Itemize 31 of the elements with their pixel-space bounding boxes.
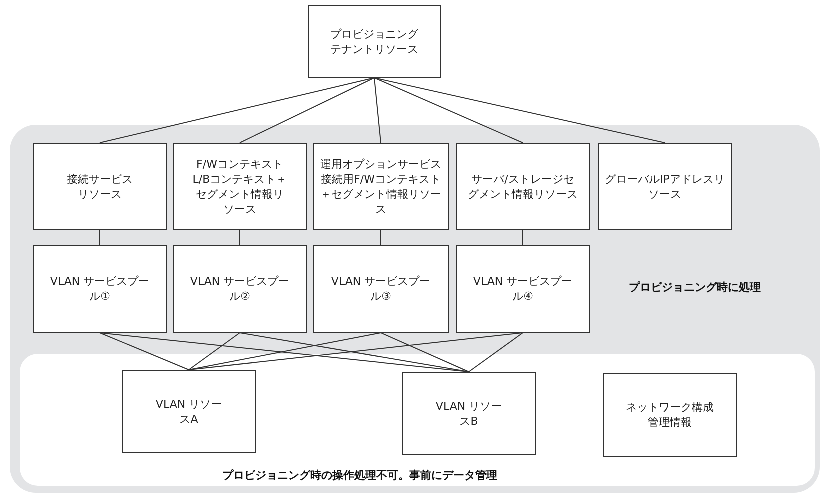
resource-box: VLAN リソースA bbox=[122, 370, 256, 453]
resource-box: サーバ/ストレージセグメント情報リソース bbox=[456, 143, 590, 230]
connector-line bbox=[100, 78, 375, 144]
resource-box: 接続サービスリソース bbox=[33, 143, 167, 230]
connector-line bbox=[240, 332, 470, 372]
connector-line bbox=[188, 332, 240, 370]
connector-line bbox=[374, 78, 524, 144]
resource-box: VLAN サービスプール④ bbox=[456, 245, 590, 333]
connector-line bbox=[522, 230, 524, 246]
resource-box: VLAN サービスプール② bbox=[173, 245, 307, 333]
resource-box: VLAN サービスプール① bbox=[33, 245, 167, 333]
area-label: プロビジョニング時の操作処理不可。事前にデータ管理 bbox=[222, 468, 498, 483]
connector-line bbox=[188, 332, 524, 370]
connector-line bbox=[380, 230, 382, 246]
connector-line bbox=[468, 332, 524, 372]
resource-box: 運用オプションサービス接続用F/Wコンテキスト＋セグメント情報リソース bbox=[313, 143, 449, 230]
pre-managed-area bbox=[20, 354, 815, 486]
resource-box: ネットワーク構成管理情報 bbox=[603, 373, 737, 457]
resource-box: プロビジョニングテナントリソース bbox=[308, 5, 441, 78]
connector-line bbox=[240, 78, 375, 144]
connector-line bbox=[100, 332, 190, 370]
area-label: プロビジョニング時に処理 bbox=[628, 280, 762, 295]
connector-line bbox=[380, 332, 470, 372]
resource-box: VLAN サービスプール③ bbox=[313, 245, 449, 333]
processing-area bbox=[10, 125, 820, 493]
resource-box: F/WコンテキストL/Bコンテキスト＋セグメント情報リソース bbox=[173, 143, 307, 230]
connector-line bbox=[188, 332, 382, 370]
connector-line bbox=[374, 78, 382, 144]
resource-box: VLAN リソースB bbox=[402, 372, 536, 455]
resource-box: グローバルIPアドレスリソース bbox=[598, 143, 732, 230]
connector-line bbox=[374, 78, 666, 144]
